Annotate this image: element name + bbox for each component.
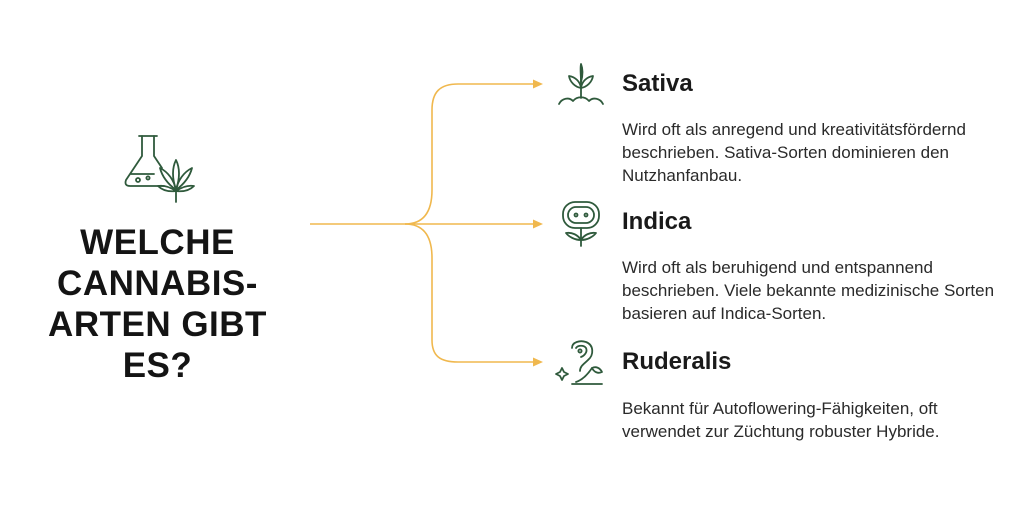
sativa-title: Sativa: [622, 70, 693, 97]
ruderalis-title: Ruderalis: [622, 348, 732, 375]
flower-pot-icon: [562, 201, 600, 247]
page-title: WELCHE CANNABIS-ARTEN GIBT ES?: [48, 223, 267, 385]
arrow-head-sativa: [533, 79, 543, 89]
sprout-icon: [558, 63, 604, 105]
wild-plant-icon: [555, 340, 603, 385]
sativa-description: Wird oft als anregend und kreativitätsfö…: [622, 120, 966, 185]
flask-and-leaf-icon: [124, 135, 195, 203]
indica-description: Wird oft als beruhigend und entspannend …: [622, 258, 995, 323]
arrow-head-indica: [533, 219, 543, 229]
indica-title: Indica: [622, 208, 692, 235]
ruderalis-description: Bekannt für Autoflowering-Fähigkeiten, o…: [622, 399, 940, 441]
arrow-head-ruderalis: [533, 357, 543, 367]
